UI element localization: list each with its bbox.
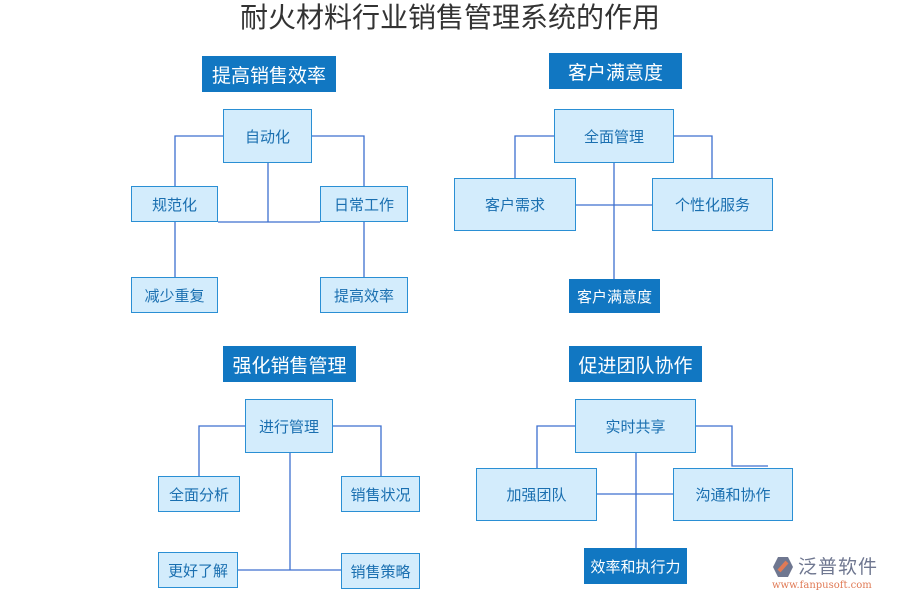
- node-automation: 自动化: [223, 109, 312, 163]
- node-realtime-sharing: 实时共享: [575, 399, 696, 453]
- node-sales-status: 销售状况: [341, 476, 420, 512]
- node-standardization: 规范化: [131, 186, 218, 222]
- node-daily-work: 日常工作: [320, 186, 408, 222]
- section-header-sales-management: 强化销售管理: [223, 346, 356, 382]
- section-header-sales-efficiency: 提高销售效率: [202, 56, 336, 92]
- node-efficiency-execution: 效率和执行力: [584, 548, 687, 584]
- page-title: 耐火材料行业销售管理系统的作用: [239, 1, 660, 34]
- node-improve-efficiency: 提高效率: [320, 277, 408, 313]
- node-personalized-service: 个性化服务: [652, 178, 773, 231]
- node-conduct-management: 进行管理: [245, 399, 333, 453]
- node-full-analysis: 全面分析: [158, 476, 240, 512]
- node-customer-satisfaction: 客户满意度: [569, 279, 660, 313]
- section-header-team-collaboration: 促进团队协作: [569, 346, 702, 382]
- node-sales-strategy: 销售策略: [341, 553, 420, 589]
- logo-icon: [773, 557, 793, 577]
- logo: 泛普软件 www.fanpusoft.com: [770, 552, 895, 597]
- logo-name: 泛普软件: [798, 556, 879, 578]
- node-reduce-duplication: 减少重复: [131, 277, 218, 313]
- node-customer-needs: 客户需求: [454, 178, 576, 231]
- node-better-understanding: 更好了解: [158, 552, 238, 588]
- logo-url: www.fanpusoft.com: [772, 580, 872, 591]
- node-communication-collaboration: 沟通和协作: [673, 468, 793, 521]
- node-strengthen-team: 加强团队: [476, 468, 597, 521]
- node-full-management: 全面管理: [554, 109, 674, 163]
- section-header-customer-satisfaction: 客户满意度: [549, 53, 682, 89]
